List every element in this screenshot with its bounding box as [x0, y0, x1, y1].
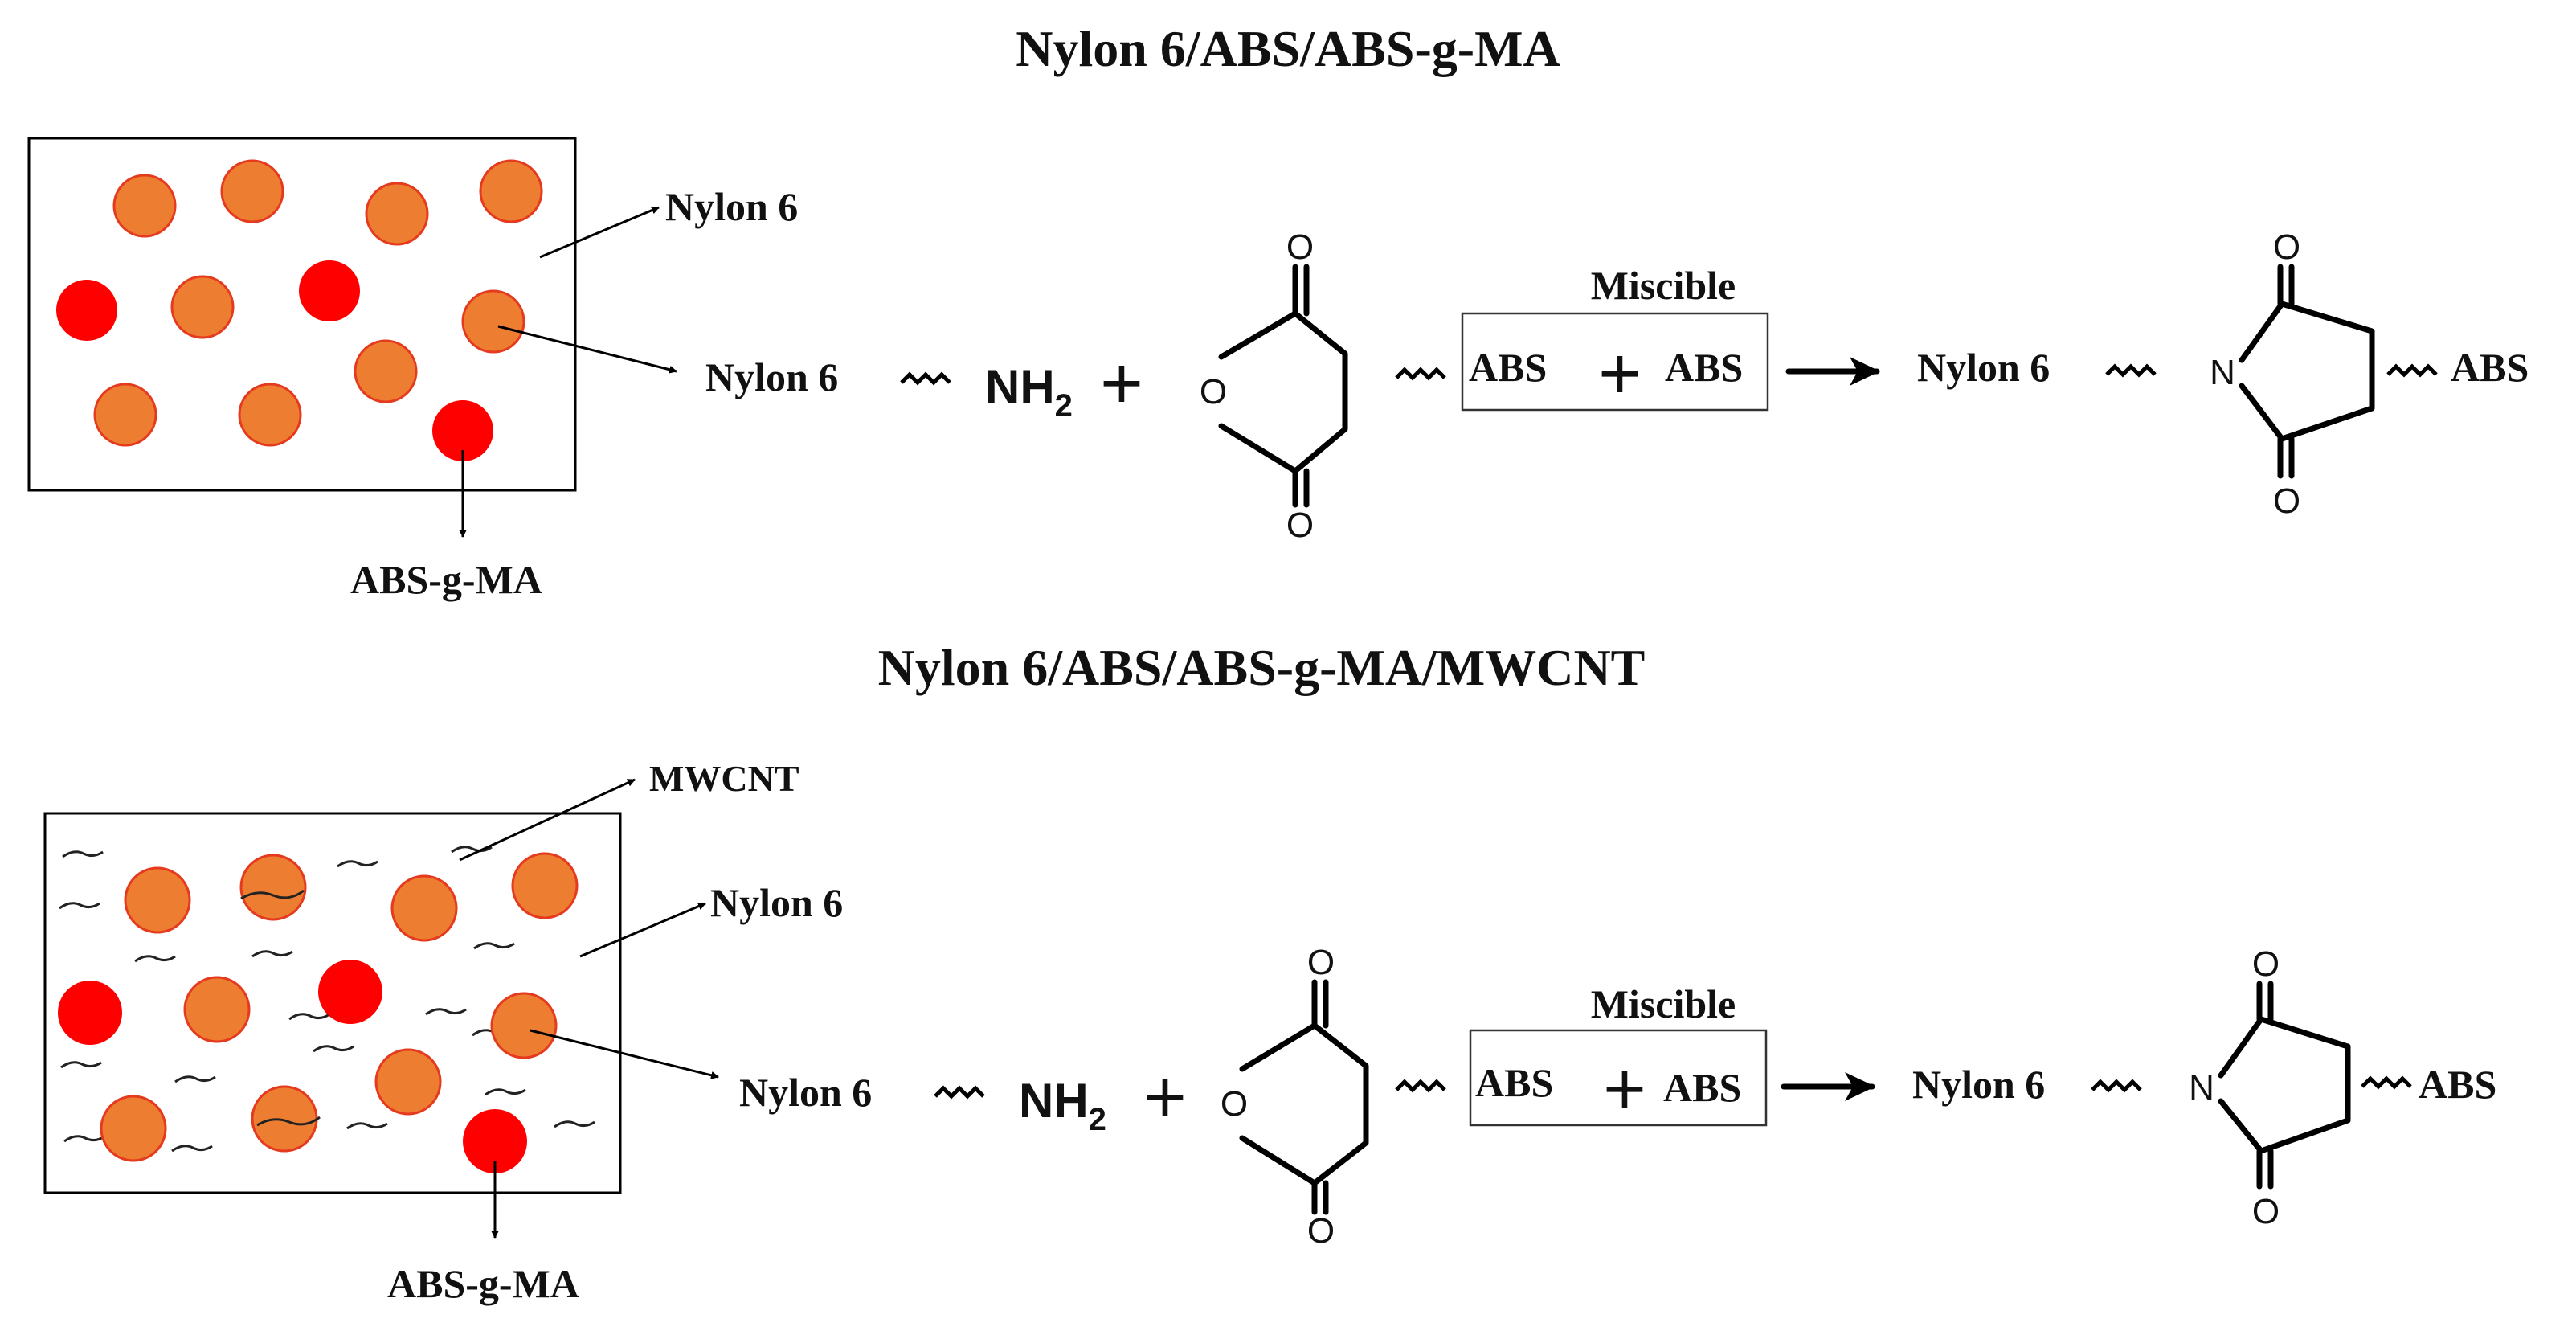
- abs-g-ma-particles: [58, 960, 527, 1173]
- imide-structure: N O O: [2210, 227, 2375, 521]
- wavy-bond-icon: [1395, 367, 1446, 381]
- abs-particle: [251, 1085, 318, 1153]
- reactant-nylon-label: Nylon 6: [705, 354, 838, 399]
- oxygen-atom: O: [2273, 227, 2300, 267]
- abs-g-ma-label: ABS-g-MA: [387, 1261, 579, 1306]
- wavy-bond-icon: [2105, 363, 2157, 378]
- product-abs-label: ABS: [2451, 345, 2529, 390]
- plus-sign: +: [1598, 333, 1642, 415]
- abs-particle: [461, 289, 525, 354]
- abs-particle: [511, 852, 579, 919]
- oxygen-atom: O: [2252, 944, 2280, 984]
- panel-bottom: Nylon 6/ABS/ABS-g-MA/MWCNT: [43, 639, 2496, 1306]
- abs-g-ma-particle: [463, 1109, 527, 1173]
- abs-particle: [479, 159, 543, 223]
- product-nylon-label: Nylon 6: [1912, 1062, 2045, 1107]
- abs-particle: [239, 854, 307, 921]
- reaction-equation: Nylon 6 NH2 + O O O Miscible ABS + ABS: [705, 227, 2529, 545]
- abs-particle: [354, 339, 418, 403]
- oxygen-atom: O: [1221, 1084, 1248, 1124]
- abs-particle: [490, 992, 558, 1059]
- panel-top: Nylon 6/ABS/ABS-g-MA Nylon 6 ABS-g-MA: [27, 20, 2529, 602]
- amine-group: NH2: [985, 360, 1073, 424]
- abs-particles: [93, 159, 543, 447]
- abs-particle: [170, 275, 235, 339]
- reactant-nylon-label: Nylon 6: [739, 1070, 872, 1115]
- mwcnt-fiber: [240, 889, 305, 900]
- oxygen-atom: O: [2252, 1192, 2280, 1231]
- abs-particle: [238, 383, 302, 447]
- oxygen-atom: O: [1286, 506, 1314, 545]
- plus-sign: +: [1100, 342, 1143, 424]
- nylon-pointer-arrow: [579, 902, 706, 958]
- wavy-bond-icon: [1395, 1079, 1446, 1093]
- nylon-label: Nylon 6: [710, 880, 843, 925]
- abs-g-ma-particle: [299, 260, 360, 321]
- reaction-equation: Nylon 6 NH2 + O O O Miscible ABS + ABS N…: [739, 943, 2496, 1251]
- abs-g-ma-particle: [318, 960, 382, 1024]
- abs-g-ma-label: ABS-g-MA: [350, 557, 542, 602]
- anhydride-structure: O O O: [1200, 227, 1348, 545]
- oxygen-atom: O: [1200, 372, 1227, 412]
- abs-label: ABS: [1475, 1060, 1553, 1105]
- mwcnt-fiber: [256, 1116, 321, 1127]
- imide-structure: N O O: [2189, 944, 2351, 1231]
- abs-particle: [390, 874, 458, 942]
- abs-particle: [374, 1048, 442, 1116]
- anhydride-structure: O O O: [1221, 943, 1369, 1251]
- abs-label: ABS: [1663, 1065, 1741, 1110]
- plus-sign: +: [1143, 1056, 1187, 1138]
- abs-pointer-arrow: [497, 325, 677, 374]
- oxygen-atom: O: [1286, 227, 1314, 267]
- nylon-pointer-arrow: [539, 206, 660, 259]
- abs-pointer-arrow: [530, 1029, 719, 1079]
- abs-particles: [100, 852, 579, 1162]
- abs-particle: [365, 182, 429, 246]
- abs-particle: [112, 174, 177, 238]
- miscible-label: Miscible: [1591, 263, 1736, 308]
- nitrogen-atom: N: [2189, 1068, 2214, 1108]
- abs-g-ma-particle: [432, 400, 493, 461]
- miscible-box: [1469, 1029, 1768, 1127]
- abs-g-ma-particle: [56, 280, 117, 341]
- wavy-bond-icon: [900, 371, 951, 386]
- mwcnt-fibers: [59, 846, 595, 1153]
- abs-particle: [220, 159, 284, 223]
- abs-particle: [124, 866, 191, 934]
- oxygen-atom: O: [2273, 481, 2300, 521]
- abs-particle: [100, 1095, 167, 1162]
- wavy-bond-icon: [2386, 363, 2438, 378]
- abs-label: ABS: [1665, 345, 1743, 390]
- wavy-bond-icon: [934, 1085, 985, 1100]
- panel-title: Nylon 6/ABS/ABS-g-MA/MWCNT: [878, 639, 1646, 696]
- product-nylon-label: Nylon 6: [1917, 345, 2050, 390]
- miscible-label: Miscible: [1591, 981, 1736, 1026]
- abs-label: ABS: [1469, 345, 1547, 390]
- nylon-label: Nylon 6: [665, 184, 798, 229]
- product-abs-label: ABS: [2419, 1062, 2496, 1107]
- abs-g-ma-particles: [56, 260, 493, 461]
- wavy-bond-icon: [2091, 1079, 2142, 1093]
- miscible-box: [1461, 312, 1769, 412]
- amine-group: NH2: [1019, 1074, 1106, 1137]
- oxygen-atom: O: [1307, 943, 1335, 982]
- mwcnt-label: MWCNT: [649, 758, 799, 799]
- plus-sign: +: [1603, 1048, 1646, 1130]
- wavy-bond-icon: [2361, 1075, 2412, 1090]
- oxygen-atom: O: [1307, 1211, 1335, 1251]
- mwcnt-pointer-arrow: [459, 778, 636, 862]
- abs-g-ma-particle: [58, 981, 122, 1045]
- abs-particle: [183, 976, 251, 1043]
- nitrogen-atom: N: [2210, 353, 2235, 392]
- panel-title: Nylon 6/ABS/ABS-g-MA: [1016, 20, 1560, 77]
- abs-particle: [93, 383, 157, 447]
